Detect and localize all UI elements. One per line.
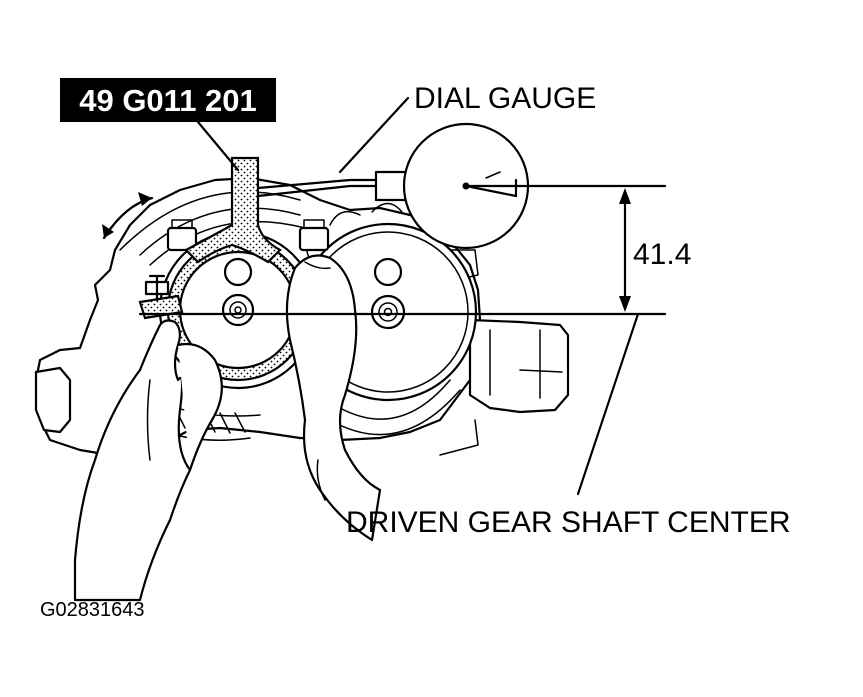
hands <box>73 254 382 602</box>
bolt-right <box>298 226 330 252</box>
dial-gauge-leader <box>338 96 410 174</box>
shaft-center-label: DRIVEN GEAR SHAFT CENTER <box>346 506 791 539</box>
bolt-left <box>166 226 198 252</box>
tool-number-label: 49 G011 201 <box>79 83 257 118</box>
dimension-lines <box>138 96 667 496</box>
special-tool <box>138 156 282 320</box>
dimension-arrow-top <box>619 188 631 204</box>
rotation-arrow <box>102 192 154 240</box>
shaft-center-leader <box>576 312 640 496</box>
dimension-arrow-bottom <box>619 296 631 312</box>
dimension-value: 41.4 <box>633 238 691 271</box>
figure-code: G02831643 <box>40 599 145 621</box>
tool-number-box <box>60 78 276 122</box>
dial-gauge-label: DIAL GAUGE <box>414 82 596 115</box>
tool-number-leader <box>196 120 240 172</box>
